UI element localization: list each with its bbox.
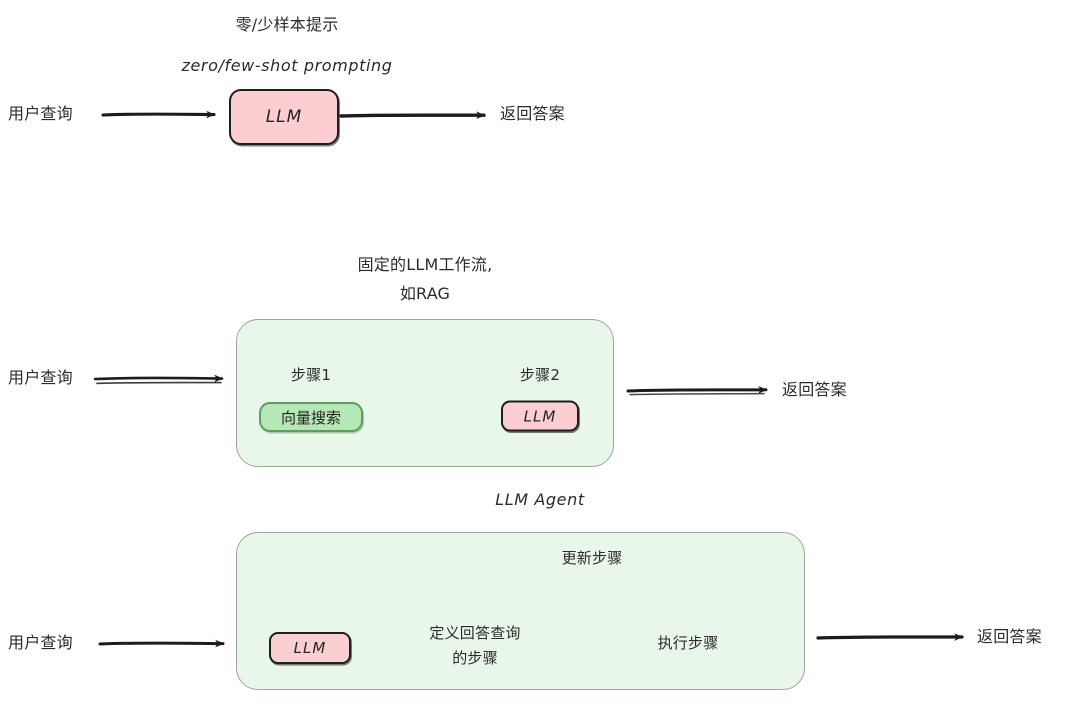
section2-workflow-container: [236, 319, 614, 467]
section3-feedback-label: 更新步骤: [561, 549, 623, 567]
arrow-s1-llm-to-answer: [339, 111, 486, 120]
section2-output-label: 返回答案: [782, 380, 847, 400]
section2-caption-line2: 如RAG: [399, 284, 451, 303]
section3-llm-label: LLM: [293, 639, 327, 657]
arrow-s3-box-to-answer: [816, 633, 964, 641]
section3-execute-steps-label: 执行步骤: [657, 633, 719, 652]
section2-step1-node-vector-search[interactable]: 向量搜索: [259, 402, 363, 432]
section3-llm-box[interactable]: LLM: [269, 632, 351, 664]
section2-step2-node-llm[interactable]: LLM: [501, 400, 579, 432]
section3-define-steps-line2: 的步骤: [452, 648, 498, 667]
section1-llm-label: LLM: [265, 107, 303, 127]
section3-output-label: 返回答案: [977, 627, 1042, 647]
section1-input-label: 用户查询: [8, 104, 73, 124]
section1-caption-en: zero/few-shot prompting: [181, 56, 393, 75]
section2-step2-node-label: LLM: [523, 407, 557, 425]
section3-agent-container: [236, 532, 805, 690]
arrow-s3-query-to-box: [98, 639, 225, 648]
section1-llm-box[interactable]: LLM: [229, 89, 339, 145]
arrow-s2-box-to-answer: [626, 386, 768, 396]
arrow-s2-query-to-box: [93, 374, 224, 385]
arrow-s1-query-to-llm: [101, 110, 216, 119]
section1-caption-cn: 零/少样本提示: [235, 15, 339, 34]
section2-step1-label: 步骤1: [290, 366, 332, 384]
section3-define-steps-line1: 定义回答查询: [429, 623, 521, 642]
section2-step1-node-label: 向量搜索: [280, 408, 341, 427]
section3-input-label: 用户查询: [8, 633, 73, 653]
section1-output-label: 返回答案: [500, 104, 565, 124]
section2-caption-line1: 固定的LLM工作流,: [357, 255, 493, 274]
section2-step2-label: 步骤2: [519, 366, 561, 384]
section3-caption: LLM Agent: [495, 490, 585, 509]
section2-input-label: 用户查询: [8, 368, 73, 388]
